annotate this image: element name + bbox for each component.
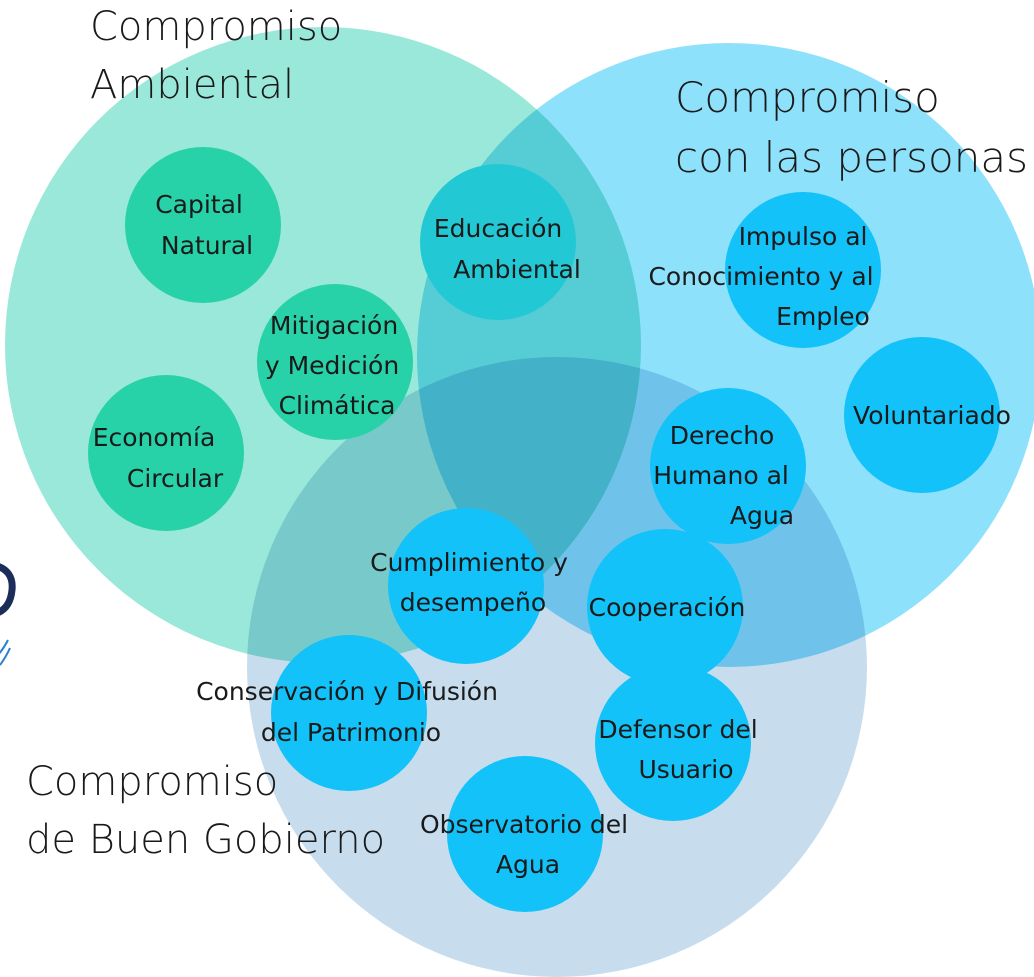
node-impulso-conocimiento: Impulso al Conocimiento y al Empleo: [648, 192, 881, 348]
node-derecho-humano-agua: Derecho Humano al Agua: [650, 388, 806, 544]
svg-text:Defensor del Usuario: Defensor del Usuario: [598, 715, 765, 784]
svg-text:Observatorio del Agua: Observatorio del Agua: [420, 810, 636, 879]
node-economia-circular-line-2: Circular: [127, 464, 224, 493]
node-impulso-conocimiento-line-3: Empleo: [776, 302, 870, 331]
node-capital-natural: Capital Natural: [125, 147, 281, 303]
node-cumplimiento-bubble: [388, 508, 544, 664]
node-conservacion-line-1: Conservación y Difusión: [196, 677, 498, 706]
node-cumplimiento-line-2: desempeño: [400, 588, 546, 617]
title-personas: Compromiso con las personas: [675, 73, 1028, 182]
svg-text:Educación Ambiental: Educación Ambiental: [434, 214, 581, 284]
node-economia-circular: Economía Circular: [88, 375, 244, 531]
svg-text:Impulso al Conocimiento: Impulso al Conocimiento y al Empleo: [648, 222, 881, 331]
node-defensor-usuario: Defensor del Usuario: [595, 665, 765, 821]
svg-text:Capital Natural: Capital Natural: [155, 190, 253, 260]
node-derecho-humano-agua-line-2: Humano al: [653, 461, 789, 490]
node-educacion-ambiental-line-2: Ambiental: [453, 255, 581, 284]
node-voluntariado: Voluntariado: [844, 337, 1011, 493]
node-derecho-humano-agua-bubble: [650, 388, 806, 544]
node-educacion-ambiental-bubble: [420, 164, 576, 320]
node-observatorio-bubble: [447, 756, 603, 912]
node-cumplimiento: Cumplimiento y desempeño: [370, 508, 576, 664]
node-conservacion: Conservación y Difusión del Patrimonio: [196, 635, 506, 791]
title-personas-line-1: Compromiso: [675, 73, 940, 122]
node-economia-circular-bubble: [88, 375, 244, 531]
node-capital-natural-line-2: Natural: [161, 231, 253, 260]
node-mitigacion-line-3: Climática: [279, 391, 396, 420]
node-defensor-usuario-line-2: Usuario: [638, 755, 733, 784]
node-capital-natural-line-1: Capital: [155, 190, 243, 219]
title-ambiental-line-1: Compromiso: [90, 4, 342, 50]
node-cooperacion-line-1: Cooperación: [589, 593, 746, 622]
node-defensor-usuario-line-1: Defensor del: [598, 715, 757, 744]
title-personas-line-2: con las personas: [675, 133, 1028, 182]
svg-text:Mitigación y Medición: Mitigación y Medición Climática: [265, 311, 407, 420]
node-mitigacion: Mitigación y Medición Climática: [257, 284, 413, 440]
node-voluntariado-bubble: [844, 337, 1000, 493]
title-gobierno-line-1: Compromiso: [26, 759, 278, 805]
title-gobierno: Compromiso de Buen Gobierno: [26, 759, 385, 863]
node-educacion-ambiental-line-1: Educación: [434, 214, 562, 243]
node-cooperacion-bubble: [587, 529, 743, 685]
title-ambiental: Compromiso Ambiental: [90, 4, 355, 108]
node-mitigacion-bubble: [257, 284, 413, 440]
node-economia-circular-line-1: Economía: [93, 423, 216, 452]
svg-text:Cumplimiento y desempeño: Cumplimiento y desempeño: [370, 548, 576, 617]
node-cooperacion: Cooperación: [587, 529, 745, 685]
node-observatorio-line-1: Observatorio del: [420, 810, 628, 839]
node-impulso-conocimiento-bubble: [725, 192, 881, 348]
node-impulso-conocimiento-line-1: Impulso al: [739, 222, 868, 251]
node-impulso-conocimiento-line-2: Conocimiento y al: [648, 262, 873, 291]
node-mitigacion-line-1: Mitigación: [270, 311, 398, 340]
logo-fragment: [0, 563, 16, 666]
node-observatorio: Observatorio del Agua: [420, 756, 636, 912]
title-gobierno-line-2: de Buen Gobierno: [26, 817, 385, 863]
node-conservacion-line-2: del Patrimonio: [261, 718, 441, 747]
node-conservacion-bubble: [271, 635, 427, 791]
node-defensor-usuario-bubble: [595, 665, 751, 821]
node-observatorio-line-2: Agua: [496, 850, 560, 879]
node-mitigacion-line-2: y Medición: [265, 351, 399, 380]
svg-text:Economía Circular: Economía Circular: [93, 423, 224, 493]
node-derecho-humano-agua-line-3: Agua: [730, 501, 794, 530]
svg-text:Conservación y Difusión: Conservación y Difusión del Patrimonio: [196, 677, 506, 747]
svg-text:Derecho Humano al: Derecho Humano al Agua: [653, 421, 797, 530]
node-educacion-ambiental: Educación Ambiental: [420, 164, 581, 320]
svg-text:Cooperación: Cooperación: [589, 593, 746, 622]
node-capital-natural-bubble: [125, 147, 281, 303]
node-cumplimiento-line-1: Cumplimiento y: [370, 548, 568, 577]
node-voluntariado-line-1: Voluntariado: [853, 401, 1011, 430]
node-derecho-humano-agua-line-1: Derecho: [670, 421, 775, 450]
title-ambiental-line-2: Ambiental: [90, 62, 294, 108]
svg-text:Voluntariado: Voluntariado: [853, 401, 1011, 430]
